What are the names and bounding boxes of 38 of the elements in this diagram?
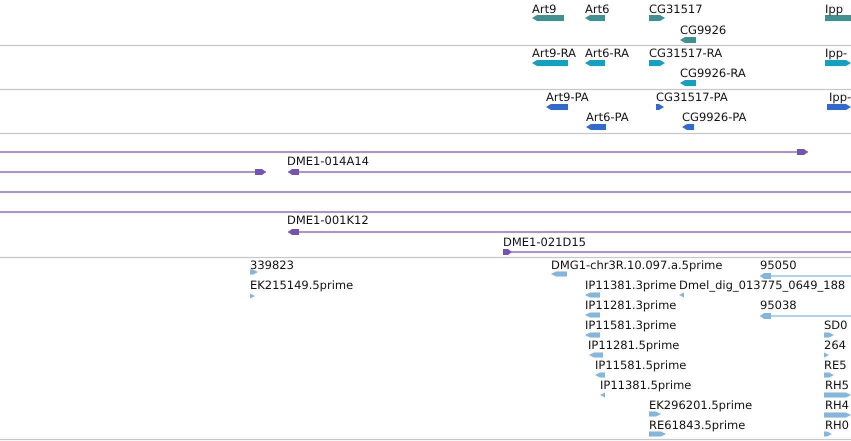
feature-label: DME1-001K12 [287,214,369,227]
feature-label: CG31517-PA [656,91,728,104]
feature-label: EK296201.5prime [649,399,752,412]
feature-label: IP11381.3prime [585,279,676,292]
feature-label: SD0 [824,319,848,332]
feature-label: Ipp- [825,47,848,60]
feature-label: Ipp [825,3,843,16]
feature-label: IP11381.5prime [600,379,692,392]
feature-label: CG31517-RA [649,47,722,60]
feature-label: Art9-RA [532,47,576,60]
feature-label: RH4 [825,399,849,412]
feature-label: 264 [824,339,846,352]
feature-label: RH0 [825,419,849,432]
feature-label: DMG1-chr3R.10.097.a.5prime [551,259,722,272]
feature-label: Art6-RA [585,47,629,60]
feature-label: CG31517 [649,3,703,16]
feature-label: 339823 [250,259,294,272]
feature-label: EK215149.5prime [250,279,354,292]
feature-label: 95050 [760,259,797,272]
feature-label: DME1-014A14 [287,155,369,168]
feature-label: DME1-021D15 [503,236,586,249]
feature-label: CG9926-PA [682,111,746,124]
feature-label: IP11581.3prime [585,319,676,332]
feature-label: IP11581.5prime [595,359,686,372]
feature-label: Art6 [585,3,610,16]
feature-label: CG9926-RA [680,67,746,80]
feature-label: Art6-PA [586,111,629,124]
feature-label: RH5 [825,379,849,392]
feature-label: 95038 [760,299,797,312]
feature-label: Ipp- [829,91,851,104]
feature-label: Dmel_dig_013775_0649_188 [679,279,846,292]
feature-label: RE5 [824,359,847,372]
feature-label: CG9926 [680,24,726,37]
feature-label: IP11281.3prime [585,299,676,312]
feature-label: IP11281.5prime [588,339,680,352]
feature-label: Art9-PA [546,91,589,104]
feature-label: Art9 [532,3,556,16]
feature-label: RE61843.5prime [649,419,746,432]
